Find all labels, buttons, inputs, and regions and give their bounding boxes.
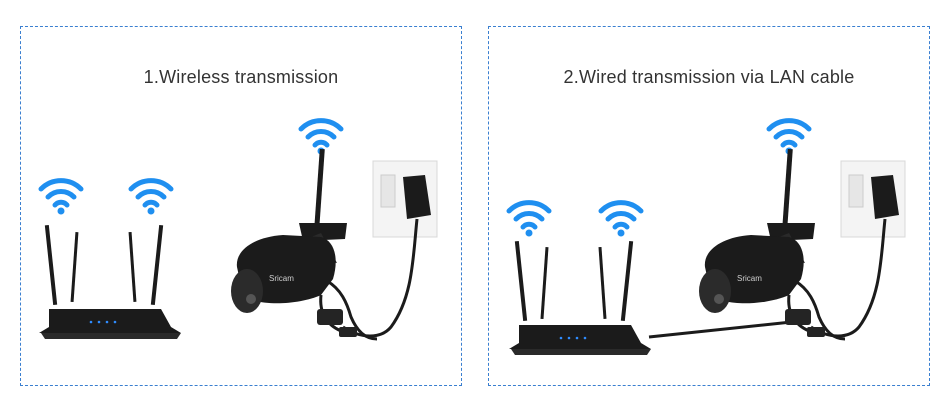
camera-icon: Sricam xyxy=(231,148,378,341)
wireless-panel: 1.Wireless transmission xyxy=(20,26,462,386)
wifi-icon xyxy=(506,200,552,237)
router-icon xyxy=(39,225,181,339)
wired-panel: 2.Wired transmission via LAN cable xyxy=(488,26,930,386)
lan-cable-icon xyxy=(648,319,802,339)
camera-logo: Sricam xyxy=(269,274,294,283)
camera-logo: Sricam xyxy=(737,274,762,283)
wifi-icon xyxy=(128,178,174,215)
panel-title: 1.Wireless transmission xyxy=(143,67,339,87)
camera-icon: Sricam xyxy=(699,148,846,341)
router-icon xyxy=(509,241,651,355)
panel-title: 2.Wired transmission via LAN cable xyxy=(563,67,855,87)
wifi-icon xyxy=(598,200,644,237)
wifi-icon xyxy=(38,178,84,215)
wireless-scene: Sricam xyxy=(38,118,438,341)
wired-scene: Sricam xyxy=(506,118,906,355)
